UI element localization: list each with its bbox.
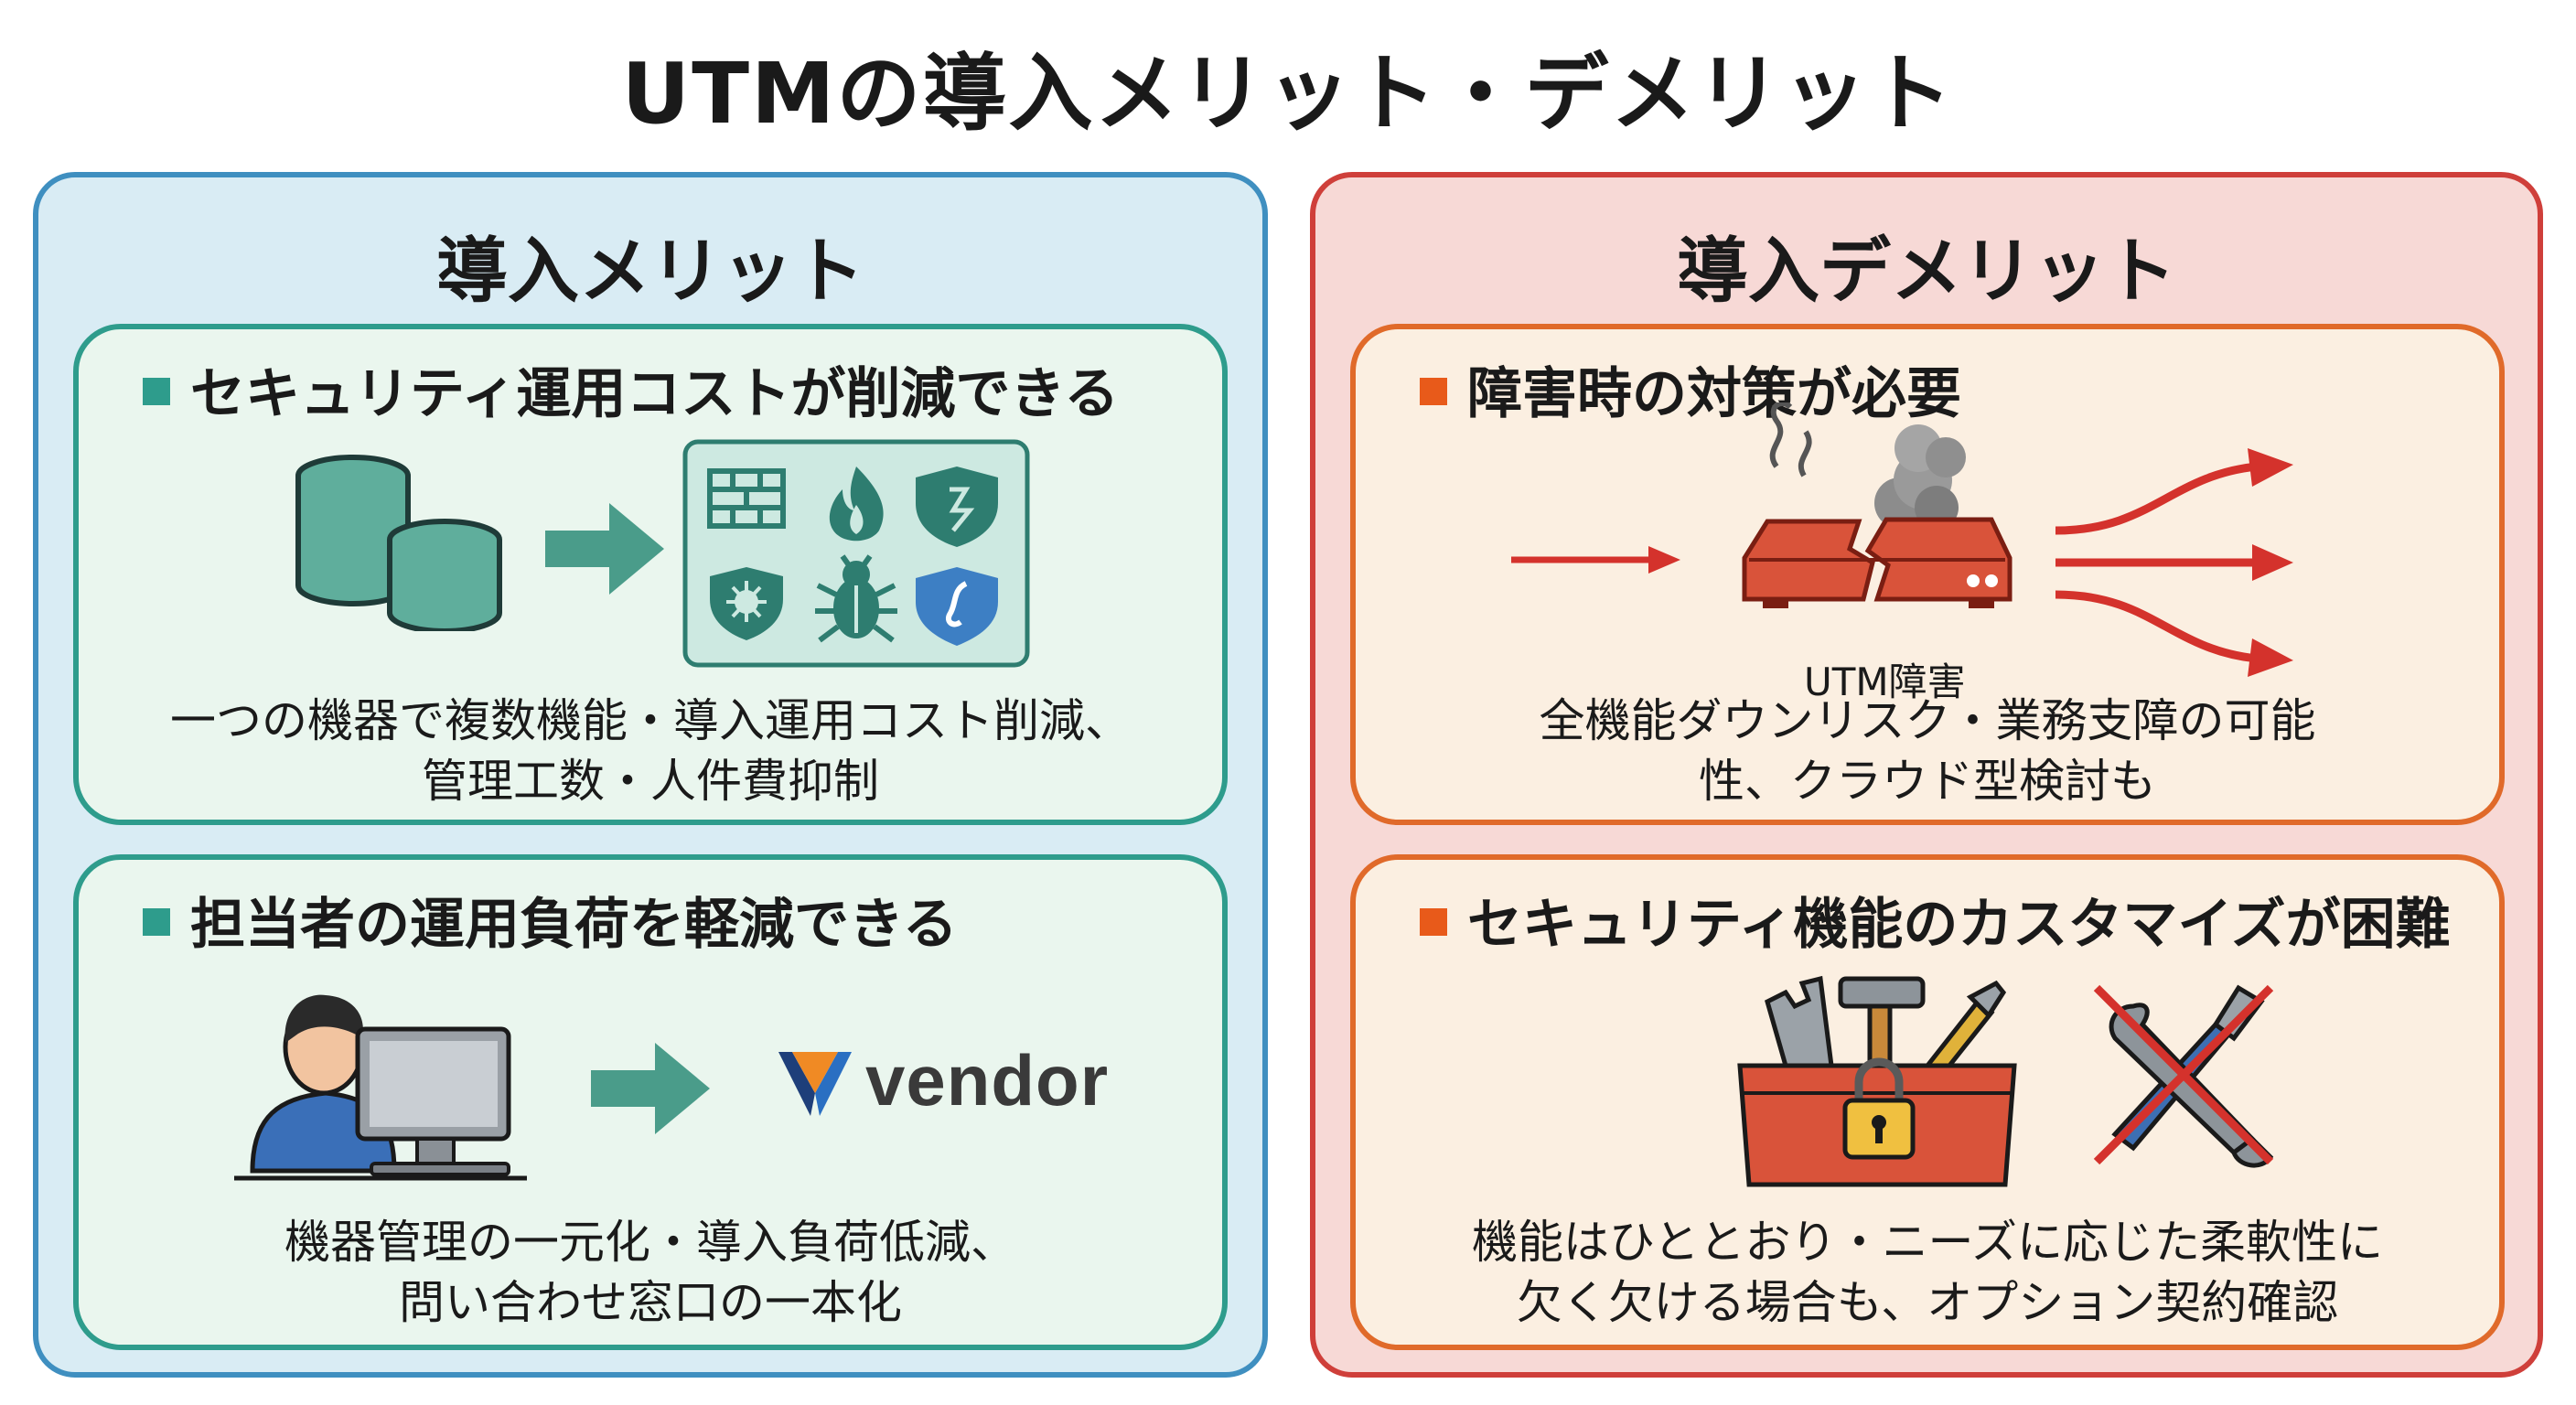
merit-card-cost: セキュリティ運用コストが削減できる	[73, 324, 1228, 825]
virus-shield-icon	[710, 567, 783, 640]
person-computer-icon	[234, 994, 527, 1181]
broken-appliance-icon	[1742, 402, 2012, 608]
merit-card-workload: 担当者の運用負荷を軽減できる vendor 機器管理の一元化・導入負荷低減、 問…	[73, 854, 1228, 1350]
demerit-card-failure-title: 障害時の対策が必要	[1420, 349, 1961, 429]
bullet-icon	[143, 908, 170, 937]
shield-icon	[916, 467, 998, 547]
merit-card-cost-description: 一つの機器で複数機能・導入運用コスト削減、 管理工数・人件費抑制	[170, 694, 1131, 808]
firewall-icon	[707, 468, 786, 529]
locked-toolbox-icon	[1737, 975, 2017, 1187]
page-title: UTMの導入メリット・デメリット	[621, 45, 1955, 143]
demerit-card-customize: セキュリティ機能のカスタマイズが困難	[1350, 854, 2505, 1350]
smoke-icon	[1769, 402, 1966, 530]
crossed-tools-icon	[2093, 984, 2274, 1168]
demerit-heading: 導入デメリット	[1676, 231, 2176, 313]
bullet-icon	[1420, 908, 1447, 937]
security-functions-box	[682, 439, 1030, 668]
demerit-panel: 導入デメリット 障害時の対策が必要	[1310, 172, 2543, 1378]
arrow-right-icon	[1511, 546, 1680, 574]
shield-check-icon	[916, 567, 998, 646]
fire-icon	[829, 467, 884, 542]
arrow-right-icon	[545, 503, 664, 595]
demerit-card-customize-title: セキュリティ機能のカスタマイズが困難	[1420, 880, 2451, 960]
arrow-right-icon	[591, 1043, 710, 1134]
bullet-icon	[1420, 378, 1447, 406]
split-arrows-icon	[2055, 448, 2293, 677]
demerit-card-failure-description: 全機能ダウンリスク・業務支障の可能 性、クラウド型検討も	[1539, 694, 2316, 808]
database-stack-icon	[295, 455, 502, 631]
vendor-logo-text: vendor	[865, 1040, 1110, 1121]
merit-heading: 導入メリット	[435, 231, 864, 313]
vendor-logo-icon	[778, 1052, 852, 1116]
demerit-card-failure: 障害時の対策が必要 UTM障害	[1350, 324, 2505, 825]
merit-card-workload-description: 機器管理の一元化・導入負荷低減、 問い合わせ窓口の一本化	[284, 1216, 1016, 1329]
merit-panel: 導入メリット セキュリティ運用コストが削減できる	[33, 172, 1268, 1378]
utm-failure-label: UTM障害	[1804, 660, 1966, 704]
demerit-card-customize-description: 機能はひととおり・ニーズに応じた柔軟性に 欠く欠ける場合も、オプション契約確認	[1472, 1216, 2383, 1329]
merit-card-cost-title: セキュリティ運用コストが削減できる	[143, 349, 1119, 429]
bug-icon	[815, 554, 897, 643]
merit-card-workload-title: 担当者の運用負荷を軽減できる	[143, 880, 958, 960]
bullet-icon	[143, 378, 170, 406]
